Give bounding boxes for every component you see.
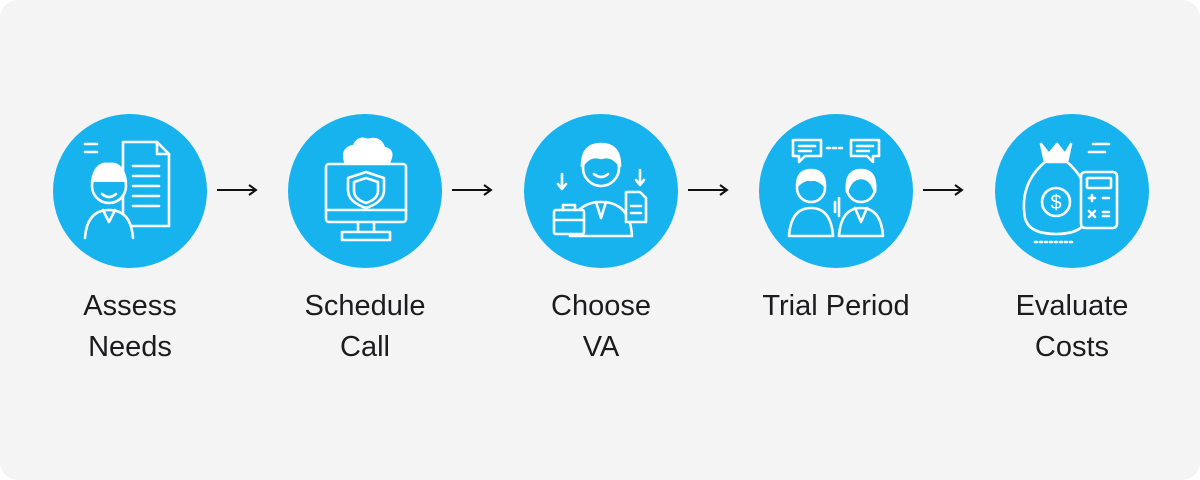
svg-text:$: $ [1050,192,1061,214]
step-icon-circle [524,114,678,268]
person-documents-icon [83,140,171,240]
arrow-right-icon [450,180,494,200]
step-icon-circle [288,114,442,268]
two-people-chat-icon [787,138,885,238]
arrow-right-icon [921,180,965,200]
arrow-right-icon [215,180,259,200]
step-label: Trial Period [762,290,910,322]
arrow-right-icon [686,180,730,200]
step-trial-period: Trial Period [721,114,951,384]
money-bag-calculator-icon: $ [1022,142,1119,244]
step-icon-circle: $ [995,114,1149,268]
person-briefcase-icon [552,142,648,238]
computer-shield-icon [324,137,408,242]
step-icon-circle [53,114,207,268]
step-icon-circle [759,114,913,268]
